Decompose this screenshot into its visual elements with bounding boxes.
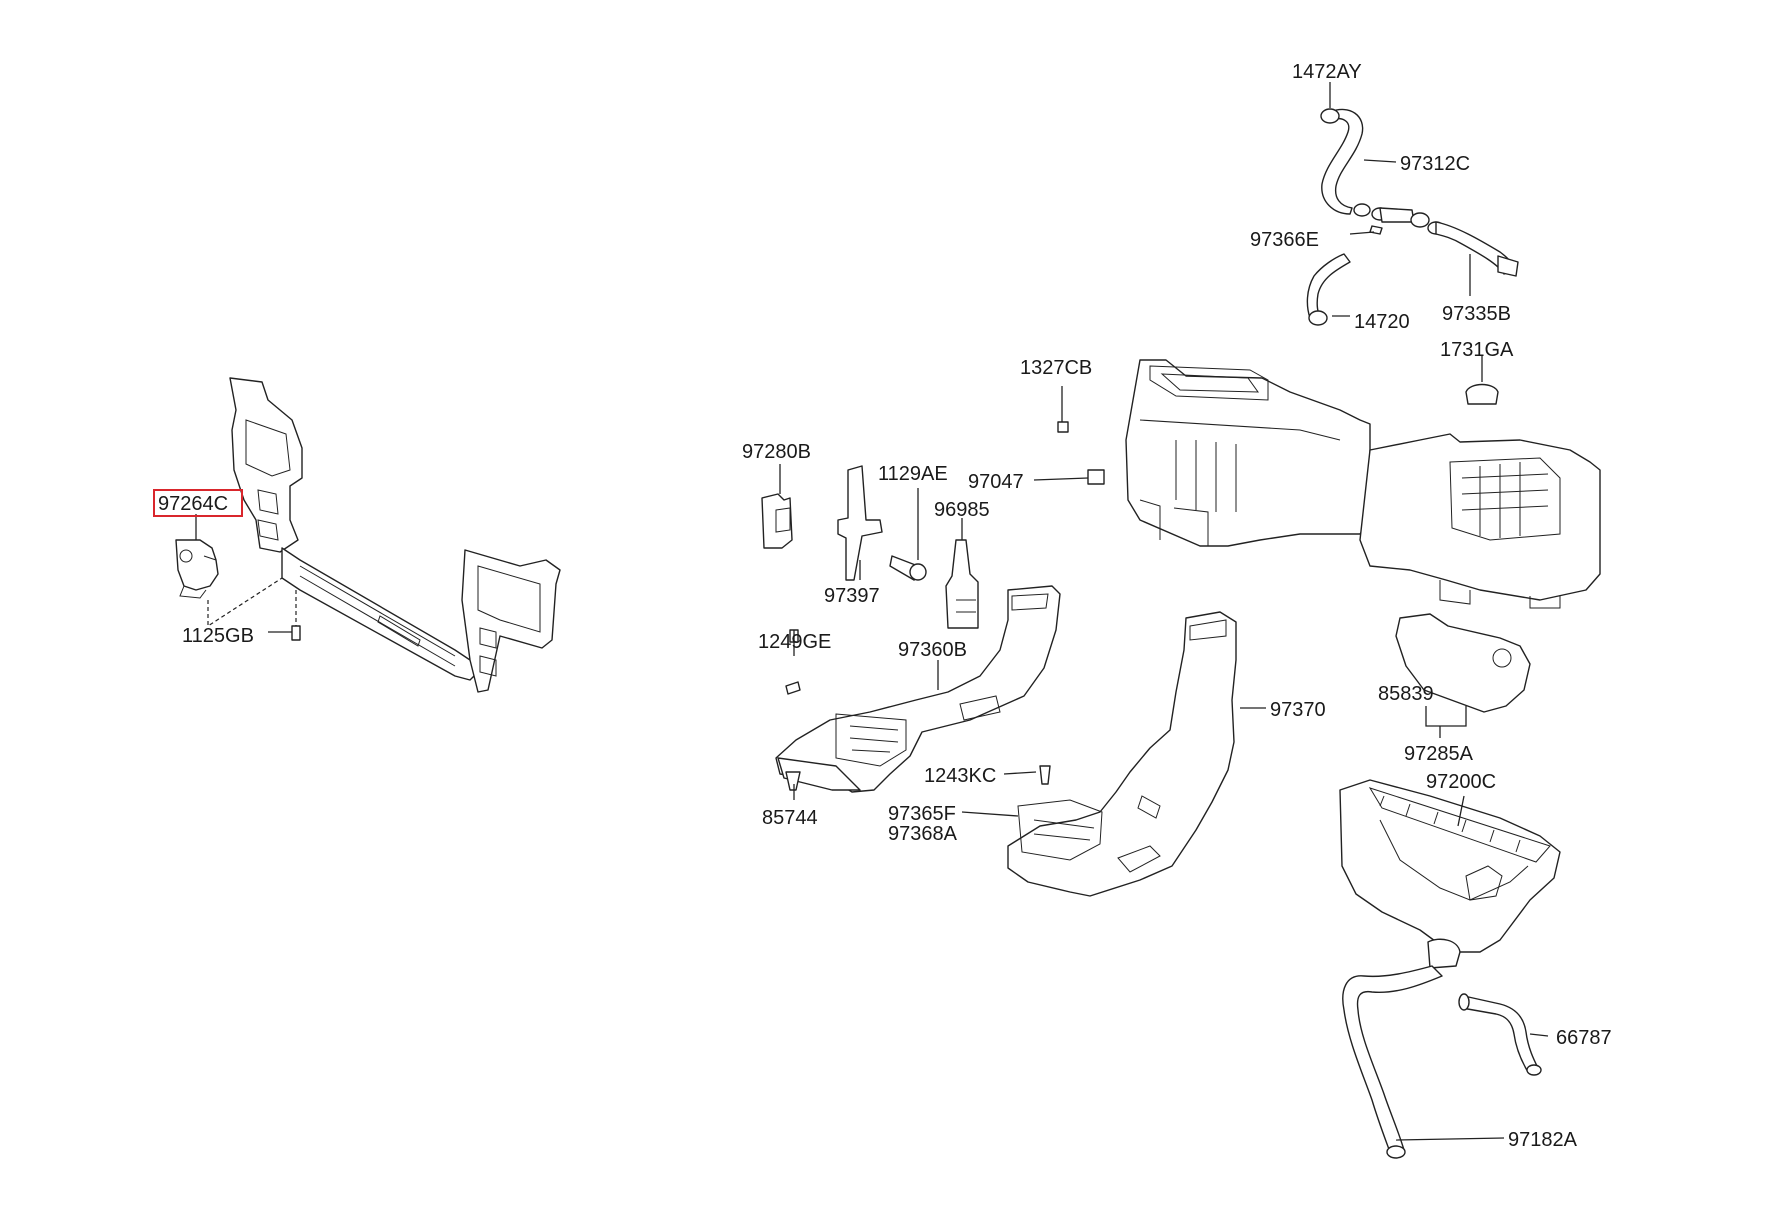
heater-hose-assembly-drawing [1306,108,1519,405]
drain-hoses-drawing [1342,938,1542,1159]
label-97335B[interactable]: 97335B [1442,303,1511,325]
label-97200C[interactable]: 97200C [1426,771,1496,793]
label-97366E[interactable]: 97366E [1250,229,1319,251]
label-97368A[interactable]: 97368A [888,823,958,845]
sensor-brackets-drawing [761,465,979,629]
label-97047[interactable]: 97047 [968,471,1024,493]
leader-lines [195,82,1549,1141]
label-1129AE[interactable]: 1129AE [878,463,948,485]
label-1472AY[interactable]: 1472AY [1292,61,1362,83]
label-1249GE[interactable]: 1249GE [758,631,831,653]
highlight-box-97264C [153,489,243,517]
label-97182A[interactable]: 97182A [1508,1129,1578,1151]
heater-blower-unit-drawing [1057,359,1601,609]
label-1243KC[interactable]: 1243KC [924,765,996,787]
label-97360B[interactable]: 97360B [898,639,967,661]
label-97264C[interactable]: 97264C [158,493,228,515]
label-85744[interactable]: 85744 [762,807,818,829]
duct-97370-drawing [1007,611,1237,897]
label-66787[interactable]: 66787 [1556,1027,1612,1049]
pad-85839-drawing [1395,613,1531,713]
front-carrier-panel-drawing [175,377,561,693]
label-97365F[interactable]: 97365F [888,803,956,825]
label-97312C[interactable]: 97312C [1400,153,1470,175]
duct-97360b-drawing [775,585,1061,793]
part-labels: 1472AY 97312C 97366E 14720 97335B 1731GA… [153,61,1612,1151]
label-14720[interactable]: 14720 [1354,311,1410,333]
label-96985[interactable]: 96985 [934,499,990,521]
label-1731GA[interactable]: 1731GA [1440,339,1514,361]
label-97397[interactable]: 97397 [824,585,880,607]
label-97280B[interactable]: 97280B [742,441,811,463]
label-1327CB[interactable]: 1327CB [1020,357,1092,379]
label-97370[interactable]: 97370 [1270,699,1326,721]
label-1125GB[interactable]: 1125GB [182,625,254,647]
label-85839[interactable]: 85839 [1378,683,1434,705]
case-97200c-drawing [1339,779,1561,953]
label-97285A[interactable]: 97285A [1404,743,1474,765]
